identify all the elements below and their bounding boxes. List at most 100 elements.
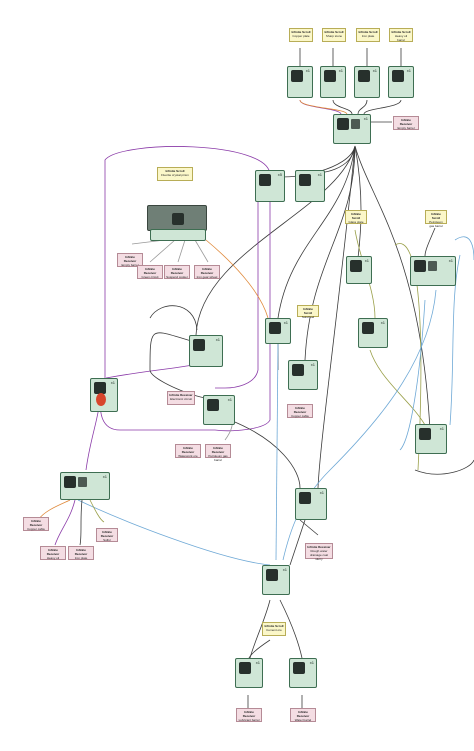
assembler-node[interactable]: x1 <box>90 378 118 412</box>
hub-node[interactable]: x1 <box>333 114 371 144</box>
machine-icon <box>266 569 278 581</box>
assembler-node[interactable]: x1 <box>287 66 313 98</box>
crafting-node[interactable] <box>147 205 207 231</box>
machine-icon <box>419 428 431 440</box>
rate-text: x5 <box>277 172 282 177</box>
assembler-node[interactable]: x1 <box>354 66 380 98</box>
assembler-node[interactable]: x1 <box>189 335 223 367</box>
rate-text: x1 <box>305 68 310 73</box>
sink-item: Waterwork ore <box>178 454 198 458</box>
rate-text: x1 <box>338 68 343 73</box>
source-item: Sharp stone <box>325 34 343 38</box>
rate-text: x1 <box>255 660 260 665</box>
sink-title: Infinite Receiver <box>74 548 88 556</box>
sink-item: Copper cable <box>27 527 45 531</box>
machine-icon <box>193 339 205 351</box>
rate-text: x1 <box>372 68 377 73</box>
sink-title: Infinite Receiver <box>169 393 193 397</box>
assembler-node[interactable]: x1 <box>235 658 263 688</box>
sink-title: Infinite Receiver <box>211 446 225 454</box>
machine-icon <box>94 382 106 394</box>
rate-text: x1 <box>283 320 288 325</box>
rate-text: x1 <box>363 116 368 121</box>
assembler-node[interactable]: x1 <box>358 318 388 348</box>
rate-text: x1 <box>448 258 453 263</box>
rate-text: x1 <box>319 490 324 495</box>
sink-title: Infinite Receiver <box>399 118 413 126</box>
sink-title: Infinite Receiver <box>242 710 256 718</box>
assembler-node[interactable]: x1 <box>346 256 372 284</box>
assembler-node[interactable]: x1 <box>388 66 414 98</box>
sink-item: Empty barrel <box>397 126 415 130</box>
source-item: Fluorite crystal prism <box>161 173 189 177</box>
sink-item: Heavy oil <box>46 556 60 560</box>
source-title: Infinite Scroll <box>324 30 344 34</box>
assembler-node[interactable]: x1 <box>265 318 291 344</box>
assembler-node[interactable]: x1 <box>288 360 318 390</box>
hub-node[interactable]: x1 <box>262 565 290 595</box>
assembler-node[interactable]: x1 <box>203 395 235 425</box>
sink-title: Infinite Receiver <box>293 406 307 414</box>
assembler-node[interactable]: x1 <box>415 424 447 454</box>
rate-text: x1 <box>227 397 232 402</box>
sink-item: Petroleum gas barrel <box>208 454 228 462</box>
source-item: Iron plate <box>361 34 375 38</box>
source-item: Heavy oil barrel <box>394 34 408 42</box>
sink-item: Suspend cooker <box>166 275 188 279</box>
source-box[interactable]: Infinite Scroll Heavy oil barrel <box>389 28 413 42</box>
source-title: Infinite Scroll <box>291 30 311 34</box>
source-box[interactable]: Infinite Scroll Iron plate <box>356 28 380 42</box>
sink-title: Infinite Receiver <box>123 255 137 263</box>
assembler-node[interactable]: x1 <box>410 256 456 286</box>
source-item: Copper plate <box>292 34 310 38</box>
source-title: Infinite Scroll <box>358 30 378 34</box>
source-box[interactable]: Infinite Scroll Sharp stone <box>322 28 346 42</box>
source-title: Infinite Scroll <box>165 169 185 173</box>
sink-item: Lubricant barrel <box>238 718 260 722</box>
machine-icon <box>324 70 336 82</box>
rate-text: x1 <box>317 172 322 177</box>
assembler-node[interactable]: x1 <box>320 66 346 98</box>
source-title: Infinite Scroll <box>303 307 313 315</box>
assembler-node[interactable]: x1 <box>289 658 317 688</box>
rate-text: x1 <box>102 474 107 479</box>
machine-icon <box>392 70 404 82</box>
assembler-node[interactable]: x1 <box>295 488 327 520</box>
machine-icon <box>299 174 311 186</box>
sink-item: Iron plate <box>74 556 88 560</box>
machine-icon <box>207 399 219 411</box>
machine-icon <box>269 322 281 334</box>
rate-text: x1 <box>282 567 287 572</box>
sink-title: Infinite Receiver <box>170 267 184 275</box>
rate-text: x1 <box>215 337 220 342</box>
source-title: Infinite Scroll <box>391 30 411 34</box>
item-icon <box>351 119 360 129</box>
source-box[interactable]: Infinite Scroll Copper plate <box>289 28 313 42</box>
sink-item: Green circuit <box>141 275 159 279</box>
assembler-node[interactable]: x5 <box>255 170 285 202</box>
source-item: Glass plate <box>348 220 364 224</box>
assembler-node[interactable]: x1 <box>295 170 325 202</box>
refinery-node[interactable]: x1 <box>60 472 110 500</box>
